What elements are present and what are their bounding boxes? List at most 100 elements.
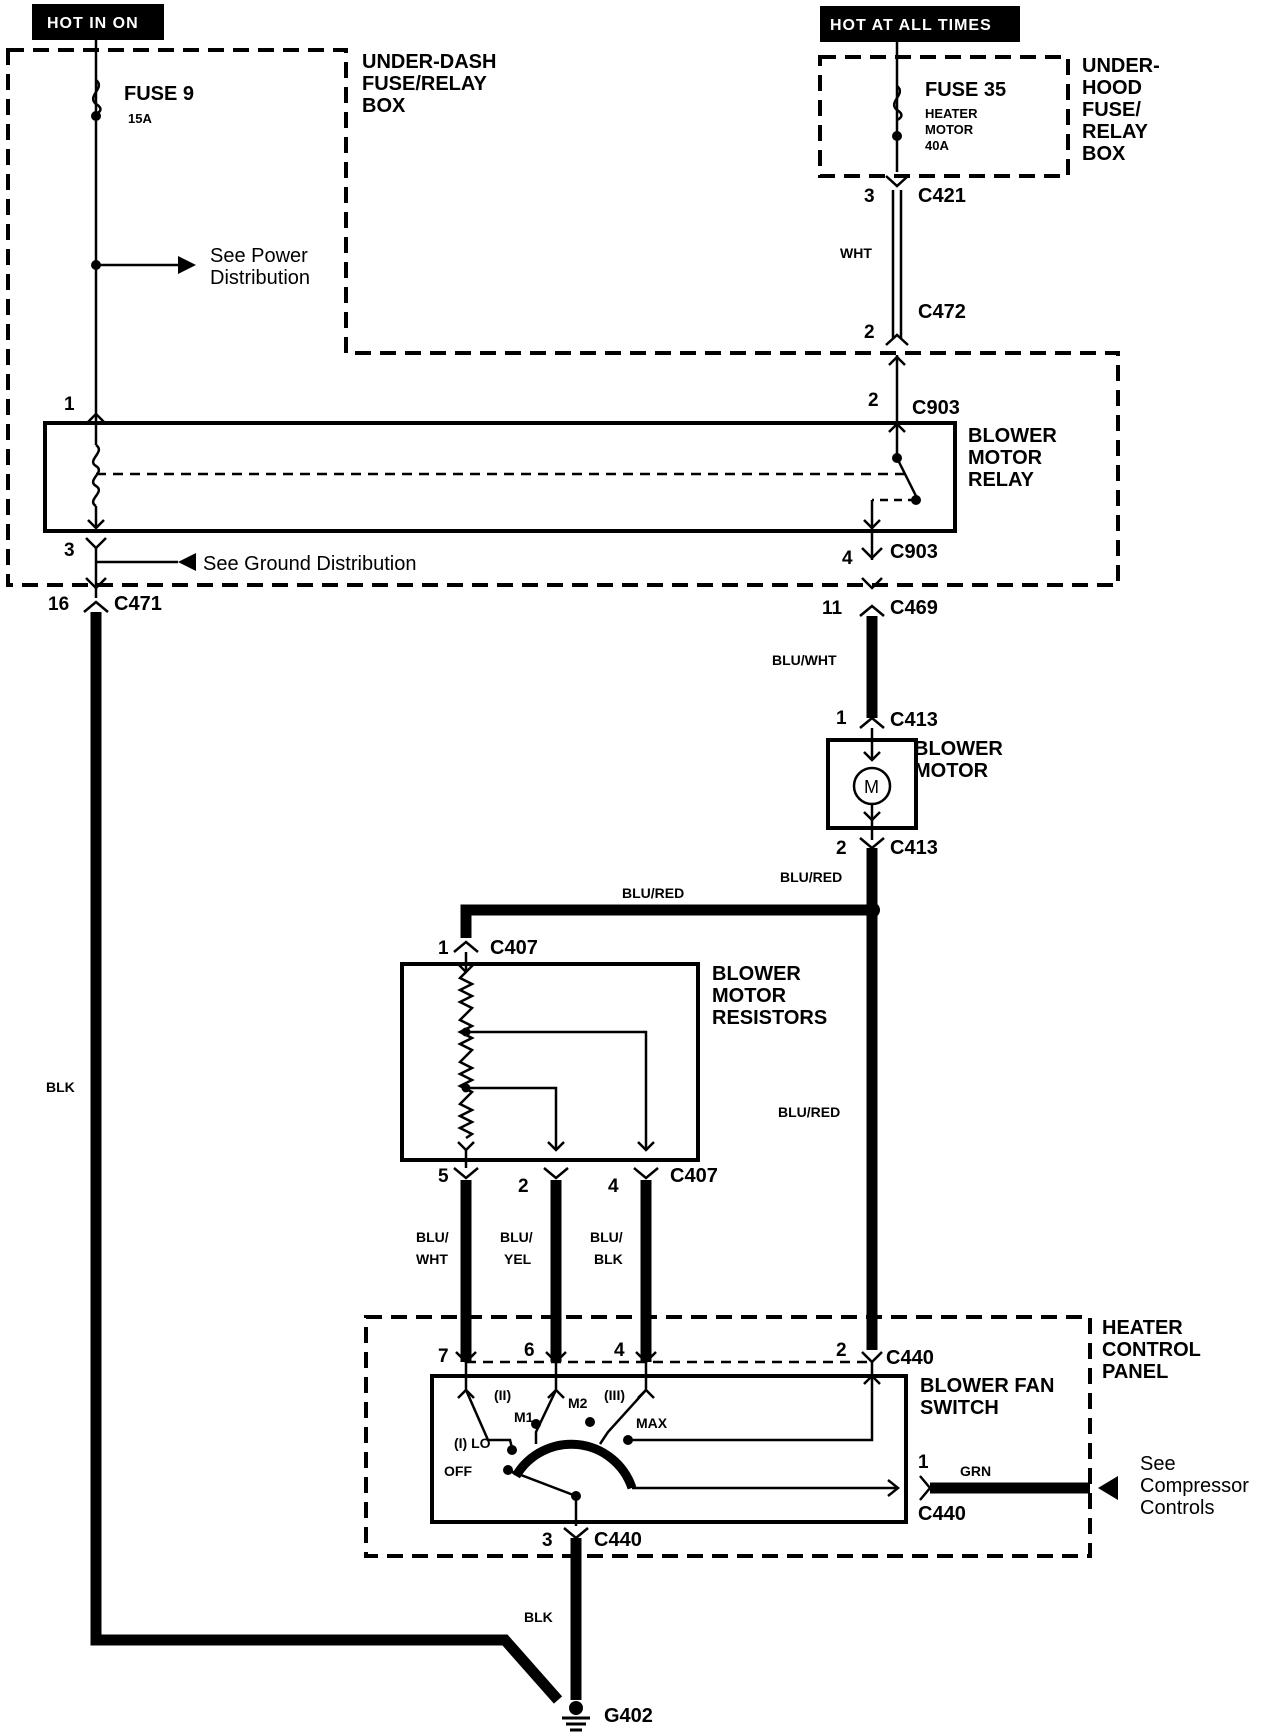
underdash-box-label: UNDER-DASH FUSE/RELAY BOX bbox=[362, 51, 496, 117]
svg-text:MOTOR: MOTOR bbox=[914, 760, 989, 782]
see-compressor-note-1: See bbox=[1140, 1453, 1176, 1475]
relay-pin-1: 1 bbox=[64, 394, 75, 415]
svg-text:RELAY: RELAY bbox=[968, 469, 1035, 491]
switch-pin-7: 7 bbox=[438, 1346, 449, 1367]
sw-lo-wire bbox=[464, 1389, 514, 1449]
res-wire-2-label-2: YEL bbox=[504, 1251, 532, 1267]
relay-pin-3: 3 bbox=[64, 540, 75, 561]
heater-control-panel-label: HEATER CONTROL PANEL bbox=[1102, 1317, 1201, 1383]
blower-fan-switch-box bbox=[430, 1374, 908, 1524]
motor-out-arrow bbox=[863, 811, 881, 822]
resistor-pin-1: 1 bbox=[438, 938, 449, 959]
fuse-35-desc-3: 40A bbox=[925, 138, 949, 153]
sw-pos-ii: (II) bbox=[494, 1387, 511, 1403]
relay-pin2-arrow bbox=[888, 422, 906, 433]
blower-fan-switch-label: BLOWER FAN SWITCH bbox=[920, 1375, 1054, 1419]
resistor-pin-5: 5 bbox=[438, 1166, 449, 1187]
svg-text:FUSE/: FUSE/ bbox=[1082, 99, 1141, 121]
fuse-9-rating: 15A bbox=[128, 111, 152, 126]
switch-pin-6: 6 bbox=[524, 1340, 535, 1361]
relay-pin-2: 2 bbox=[868, 390, 879, 411]
blower-motor-relay-box bbox=[43, 421, 957, 533]
svg-text:SWITCH: SWITCH bbox=[920, 1397, 999, 1419]
svg-text:CONTROL: CONTROL bbox=[1102, 1339, 1201, 1361]
hot-at-all-times-tag: HOT AT ALL TIMES bbox=[820, 6, 1020, 42]
svg-text:RELAY: RELAY bbox=[1082, 121, 1149, 143]
relay-pin1-symbol bbox=[87, 412, 105, 423]
svg-text:BLOWER: BLOWER bbox=[712, 963, 801, 985]
c407-bottom-label: C407 bbox=[670, 1165, 718, 1187]
c407-pin5-symbol bbox=[453, 1167, 479, 1180]
sw-max-wire bbox=[628, 1362, 874, 1442]
hot-in-on-tag: HOT IN ON bbox=[32, 4, 164, 40]
motor-in-arrow bbox=[863, 751, 881, 762]
c413-top-connector-symbol bbox=[859, 716, 885, 729]
c471-arrow-top bbox=[85, 577, 107, 590]
grn-label: GRN bbox=[960, 1463, 991, 1479]
c440-right-label: C440 bbox=[918, 1503, 966, 1525]
sw-m2-wire bbox=[598, 1389, 647, 1445]
blu-red-v-label: BLU/RED bbox=[778, 1104, 840, 1120]
sw-pos-off: OFF bbox=[444, 1463, 472, 1479]
resistors-label: BLOWER MOTOR RESISTORS bbox=[712, 963, 827, 1029]
resistor-out-3-arrow bbox=[637, 1141, 655, 1152]
svg-text:BOX: BOX bbox=[362, 95, 406, 117]
compressor-arrow-icon bbox=[1098, 1476, 1118, 1500]
res-wire-1-label-2: WHT bbox=[416, 1251, 448, 1267]
blk-left-label: BLK bbox=[46, 1079, 75, 1095]
svg-text:BLOWER: BLOWER bbox=[914, 738, 1003, 760]
c471-label: C471 bbox=[114, 593, 162, 615]
switch-pin-3: 3 bbox=[542, 1530, 553, 1551]
c469-connector-symbol bbox=[859, 604, 885, 617]
resistor-tap-2-wire bbox=[466, 1086, 558, 1150]
switch-pin-4: 4 bbox=[614, 1340, 625, 1361]
sw-pos-lo: (I) LO bbox=[454, 1435, 491, 1451]
switch-pin-2: 2 bbox=[836, 1340, 847, 1361]
resistor-pin-4: 4 bbox=[608, 1176, 619, 1197]
c413-top-label: C413 bbox=[890, 709, 938, 731]
relay-pin-4: 4 bbox=[842, 548, 853, 569]
c440-pin2-symbol bbox=[861, 1351, 883, 1364]
motor-pin-1: 1 bbox=[836, 708, 847, 729]
resistor-out-2-arrow bbox=[547, 1141, 565, 1152]
motor-symbol: M bbox=[864, 777, 879, 797]
see-compressor-note-2: Compressor bbox=[1140, 1475, 1249, 1497]
svg-text:HOOD: HOOD bbox=[1082, 77, 1142, 99]
fuse-35-label: FUSE 35 bbox=[925, 79, 1006, 101]
svg-text:MOTOR: MOTOR bbox=[968, 447, 1043, 469]
res-wire-3-label-2: BLK bbox=[594, 1251, 623, 1267]
relay-coil-arrow bbox=[87, 519, 105, 530]
sw-contact-arc bbox=[512, 1439, 637, 1490]
blu-wht-motor-label: BLU/WHT bbox=[772, 652, 837, 668]
relay-out-right-arrow bbox=[863, 519, 881, 530]
c469-label: C469 bbox=[890, 597, 938, 619]
fuse-35-desc-1: HEATER bbox=[925, 106, 978, 121]
resistor-out-1-arrow bbox=[457, 1141, 475, 1152]
see-compressor-note-3: Controls bbox=[1140, 1497, 1214, 1519]
c440-bottom-label: C440 bbox=[594, 1529, 642, 1551]
fuse35-node bbox=[892, 131, 902, 141]
underhood-box-label: UNDER- HOOD FUSE/ RELAY BOX bbox=[1082, 55, 1160, 165]
sw-pos-m2: M2 bbox=[568, 1395, 588, 1411]
svg-text:UNDER-: UNDER- bbox=[1082, 55, 1160, 77]
blk-bottom-label: BLK bbox=[524, 1609, 553, 1625]
svg-text:UNDER-DASH: UNDER-DASH bbox=[362, 51, 496, 73]
c421-connector-symbol bbox=[885, 175, 909, 188]
sw-m1-node bbox=[531, 1419, 541, 1429]
sw-lo-node bbox=[507, 1445, 517, 1455]
sw-wiper-arm bbox=[507, 1468, 577, 1498]
blower-motor-label: BLOWER MOTOR bbox=[914, 738, 1003, 782]
heater-control-panel-outline bbox=[364, 1315, 1092, 1558]
ground-icon bbox=[562, 1701, 590, 1732]
c407-top-label: C407 bbox=[490, 937, 538, 959]
sw-pin2-arrow bbox=[863, 1374, 881, 1385]
relay-pin3-symbol bbox=[85, 537, 107, 550]
c469-pin: 11 bbox=[822, 598, 843, 619]
blk-ground-wire-left bbox=[90, 612, 563, 1704]
sw-m2-node bbox=[585, 1417, 595, 1427]
blu-red-resistor-wire bbox=[460, 904, 872, 938]
blu-red-h-label: BLU/RED bbox=[622, 885, 684, 901]
g402-label: G402 bbox=[604, 1705, 653, 1727]
svg-text:BLOWER FAN: BLOWER FAN bbox=[920, 1375, 1054, 1397]
